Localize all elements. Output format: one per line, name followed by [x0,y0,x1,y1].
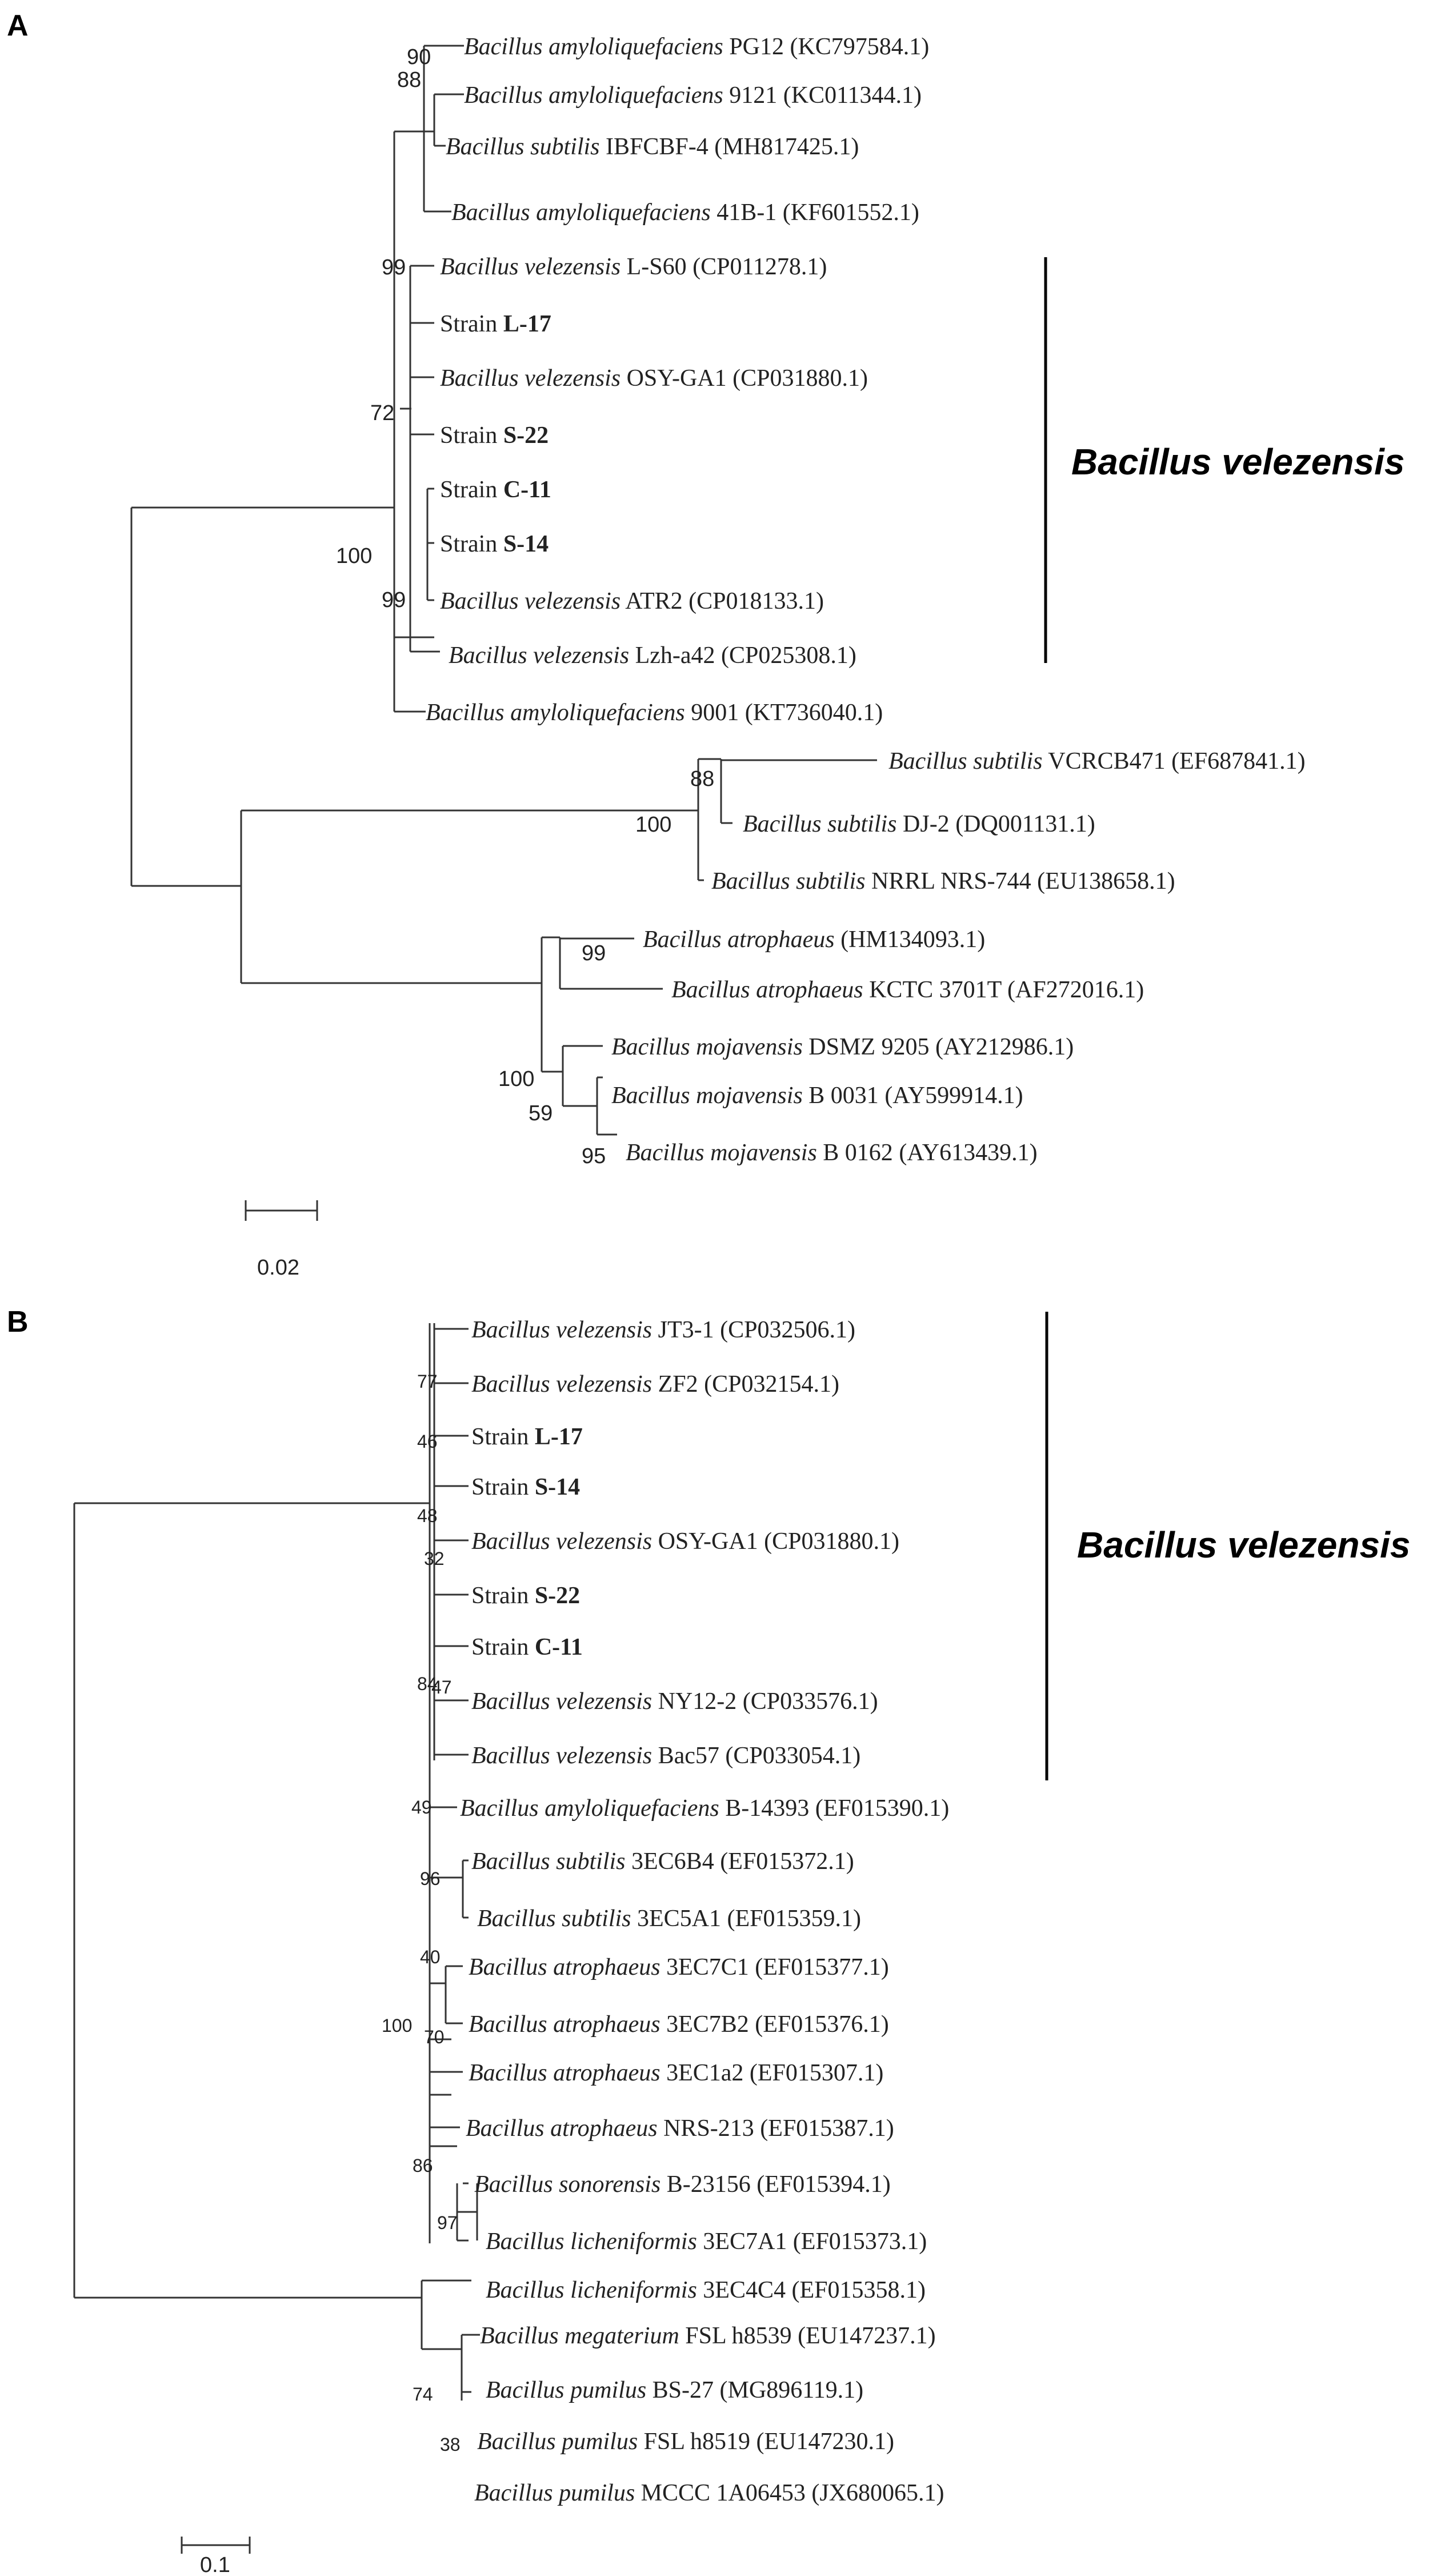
panel-a: A [7,9,1404,1280]
leaf-a-7: Bacillus velezensis OSY-GA1 (CP031880.1) [440,365,868,392]
panel-b-bootstrap-values: 77 46 48 32 84 47 49 96 40 100 70 86 97 … [382,1371,461,2455]
panel-b-branches [73,1323,480,2401]
scale-bar-a-label: 0.02 [257,1256,299,1280]
leaf-b-19: Bacillus licheniformis 3EC4C4 (EF015358.… [486,2277,926,2303]
bootstrap-b-6: 47 [431,1677,452,1698]
leaf-b-11: Bacillus subtilis 3EC6B4 (EF015372.1) [471,1848,854,1875]
leaf-a-8: Strain S-22 [440,422,549,449]
leaf-b-3: Strain L-17 [471,1424,583,1450]
bootstrap-b-2: 46 [417,1431,438,1452]
leaf-b-1: Bacillus velezensis JT3-1 (CP032506.1) [471,1317,855,1343]
leaf-b-14: Bacillus atrophaeus 3EC7B2 (EF015376.1) [469,2011,889,2038]
panel-a-leaves: Bacillus amyloliquefaciens PG12 (KC79758… [426,34,1306,1166]
leaf-b-7: Strain C-11 [471,1634,583,1660]
leaf-b-10: Bacillus amyloliquefaciens B-14393 (EF01… [460,1795,949,1822]
bootstrap-b-8: 96 [420,1868,441,1889]
leaf-a-4: Bacillus amyloliquefaciens 41B-1 (KF6015… [451,199,919,226]
leaf-b-9: Bacillus velezensis Bac57 (CP033054.1) [471,1743,860,1769]
bootstrap-b-1: 77 [417,1371,438,1392]
panel-a-branches [130,45,877,1136]
leaf-a-18: Bacillus atrophaeus KCTC 3701T (AF272016… [671,977,1144,1003]
leaf-b-2: Bacillus velezensis ZF2 (CP032154.1) [471,1371,839,1397]
panel-a-bootstrap-values: 90 88 99 72 100 99 88 100 99 100 59 95 [336,45,714,1168]
leaf-b-18: Bacillus licheniformis 3EC7A1 (EF015373.… [486,2228,927,2255]
leaf-b-22: Bacillus pumilus FSL h8519 (EU147230.1) [477,2429,894,2455]
leaf-a-3: Bacillus subtilis IBFCBF-4 (MH817425.1) [446,134,859,160]
panel-b: B [7,1305,1410,2576]
leaf-a-19: Bacillus mojavensis DSMZ 9205 (AY212986.… [611,1034,1074,1060]
bootstrap-a-5: 100 [336,544,372,568]
leaf-b-20: Bacillus megaterium FSL h8539 (EU147237.… [480,2323,936,2349]
leaf-b-4: Strain S-14 [471,1474,580,1500]
leaf-b-13: Bacillus atrophaeus 3EC7C1 (EF015377.1) [469,1954,889,1980]
leaf-b-5: Bacillus velezensis OSY-GA1 (CP031880.1) [471,1528,899,1555]
panel-a-label: A [7,9,29,42]
leaf-b-17: Bacillus sonorensis B-23156 (EF015394.1) [474,2171,891,2198]
leaf-a-15: Bacillus subtilis DJ-2 (DQ001131.1) [743,811,1095,837]
leaf-a-21: Bacillus mojavensis B 0162 (AY613439.1) [626,1140,1038,1166]
bootstrap-b-3: 48 [417,1505,438,1526]
bootstrap-b-9: 40 [420,1947,441,1967]
leaf-a-16: Bacillus subtilis NRRL NRS-744 (EU138658… [711,868,1175,894]
leaf-a-13: Bacillus amyloliquefaciens 9001 (KT73604… [426,700,883,726]
bootstrap-b-4: 32 [424,1548,445,1569]
leaf-a-5: Bacillus velezensis L-S60 (CP011278.1) [440,254,827,280]
bootstrap-a-9: 99 [582,941,606,965]
leaf-b-12: Bacillus subtilis 3EC5A1 (EF015359.1) [477,1906,861,1932]
bootstrap-a-2: 88 [397,68,421,92]
bootstrap-b-15: 38 [440,2434,461,2455]
scale-bar-a: 0.02 [245,1200,318,1280]
leaf-a-9: Strain C-11 [440,477,551,503]
leaf-a-6: Strain L-17 [440,311,551,337]
bootstrap-a-3: 99 [382,255,406,279]
leaf-a-20: Bacillus mojavensis B 0031 (AY599914.1) [611,1083,1023,1109]
bootstrap-a-4: 72 [370,401,394,425]
leaf-a-11: Bacillus velezensis ATR2 (CP018133.1) [440,588,824,614]
bootstrap-b-7: 49 [411,1797,432,1818]
bootstrap-a-7: 88 [690,767,714,791]
bootstrap-a-6: 99 [382,588,406,612]
bootstrap-a-10: 100 [498,1067,534,1091]
leaf-a-17: Bacillus atrophaeus (HM134093.1) [643,926,985,953]
leaf-b-8: Bacillus velezensis NY12-2 (CP033576.1) [471,1688,878,1715]
leaf-a-14: Bacillus subtilis VCRCB471 (EF687841.1) [888,748,1306,774]
scale-bar-b: 0.1 [181,2537,251,2576]
leaf-b-16: Bacillus atrophaeus NRS-213 (EF015387.1) [466,2115,894,2142]
panel-b-label: B [7,1305,29,1339]
leaf-b-15: Bacillus atrophaeus 3EC1a2 (EF015307.1) [469,2060,883,2086]
leaf-a-10: Strain S-14 [440,531,549,557]
bootstrap-b-13: 97 [437,2212,458,2233]
clade-label-a: Bacillus velezensis [1071,441,1404,482]
bootstrap-b-5: 84 [417,1674,438,1694]
leaf-b-21: Bacillus pumilus BS-27 (MG896119.1) [486,2377,863,2403]
bootstrap-a-8: 100 [635,813,671,837]
scale-bar-b-label: 0.1 [200,2553,230,2576]
bootstrap-b-11: 70 [424,2027,445,2047]
leaf-a-1: Bacillus amyloliquefaciens PG12 (KC79758… [464,34,929,60]
bootstrap-a-11: 59 [529,1101,553,1125]
panel-b-leaves: Bacillus velezensis JT3-1 (CP032506.1) B… [460,1317,949,2506]
leaf-a-2: Bacillus amyloliquefaciens 9121 (KC01134… [464,82,922,109]
bootstrap-b-12: 86 [413,2155,433,2176]
bootstrap-a-1: 90 [407,45,431,69]
clade-label-b: Bacillus velezensis [1077,1524,1410,1565]
bootstrap-b-10: 100 [382,2015,412,2036]
bootstrap-a-12: 95 [582,1144,606,1168]
bootstrap-b-14: 74 [413,2384,433,2405]
leaf-b-6: Strain S-22 [471,1583,580,1609]
leaf-b-23: Bacillus pumilus MCCC 1A06453 (JX680065.… [474,2480,944,2506]
leaf-a-12: Bacillus velezensis Lzh-a42 (CP025308.1) [449,642,856,669]
